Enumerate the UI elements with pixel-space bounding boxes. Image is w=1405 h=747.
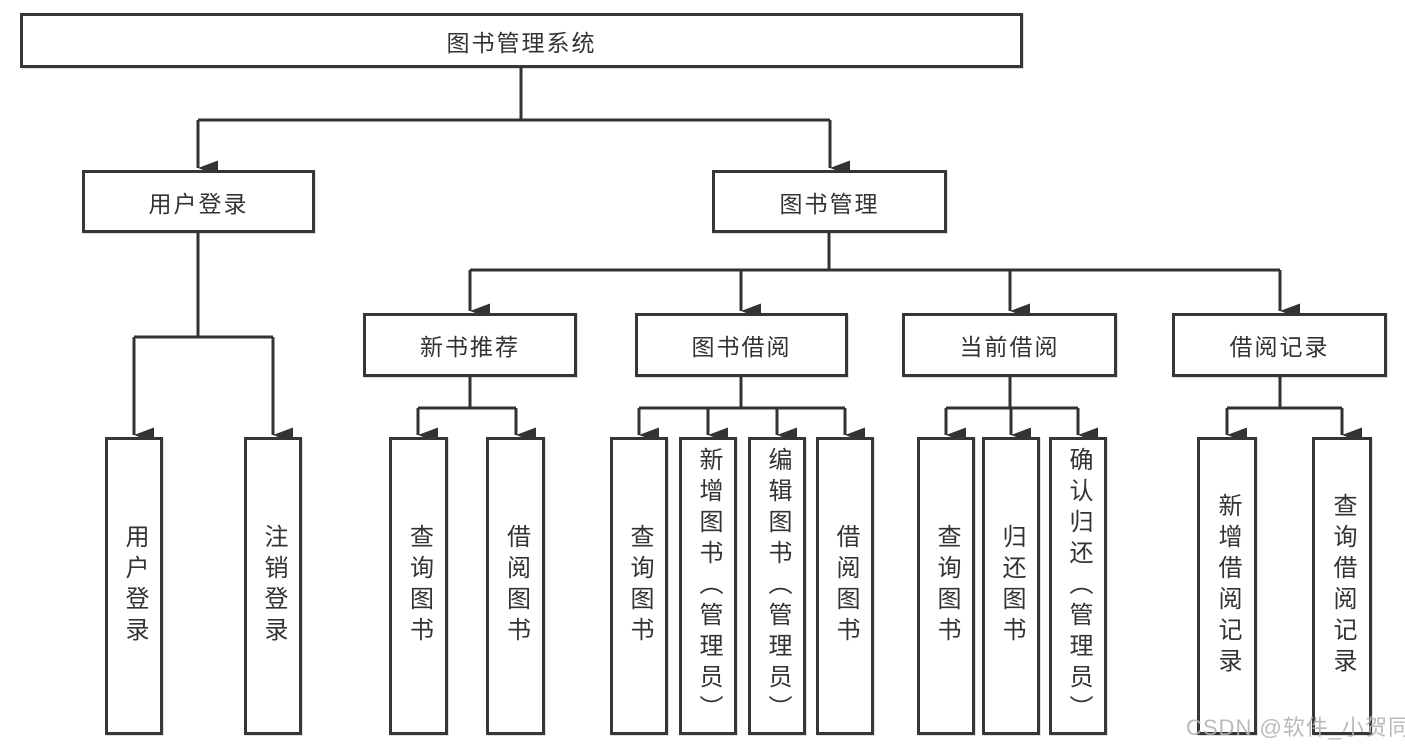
node-new-book-recommendation: 新书推荐	[363, 313, 577, 377]
leaf-user-login: 用户登录	[105, 437, 163, 735]
leaf-query-books-recommend: 查询图书	[389, 437, 448, 735]
leaf-logout: 注销登录	[244, 437, 302, 735]
node-borrowing-records: 借阅记录	[1172, 313, 1387, 377]
leaf-query-books-borrow: 查询图书	[610, 437, 668, 735]
node-current-borrowing: 当前借阅	[902, 313, 1117, 377]
leaf-query-books-current: 查询图书	[917, 437, 975, 735]
leaf-return-books: 归还图书	[982, 437, 1040, 735]
connector-borrow-records-children	[1225, 377, 1362, 443]
leaf-add-books-admin: 新增图书（管理员）	[679, 437, 737, 735]
leaf-confirm-return-admin: 确认归还（管理员）	[1049, 437, 1107, 735]
node-user-login: 用户登录	[82, 170, 315, 233]
node-library-management-system: 图书管理系统	[20, 13, 1023, 68]
leaf-borrow-books-recommend: 借阅图书	[486, 437, 545, 735]
csdn-watermark: CSDN @软件_小贺同学	[1186, 715, 1405, 740]
leaf-borrow-books: 借阅图书	[816, 437, 874, 735]
connector-current-borrow-children	[944, 377, 1098, 443]
connector-book-mgmt-children	[468, 233, 1300, 319]
leaf-add-borrow-record: 新增借阅记录	[1197, 437, 1257, 735]
connector-new-book-children	[416, 377, 536, 443]
connector-user-login-children	[132, 233, 293, 443]
connector-root-to-level2	[196, 68, 850, 176]
leaf-edit-books-admin: 编辑图书（管理员）	[748, 437, 806, 735]
node-book-borrowing: 图书借阅	[635, 313, 848, 377]
node-book-management: 图书管理	[712, 170, 947, 233]
leaf-query-borrow-record: 查询借阅记录	[1312, 437, 1372, 735]
connector-book-borrow-children	[637, 377, 865, 443]
